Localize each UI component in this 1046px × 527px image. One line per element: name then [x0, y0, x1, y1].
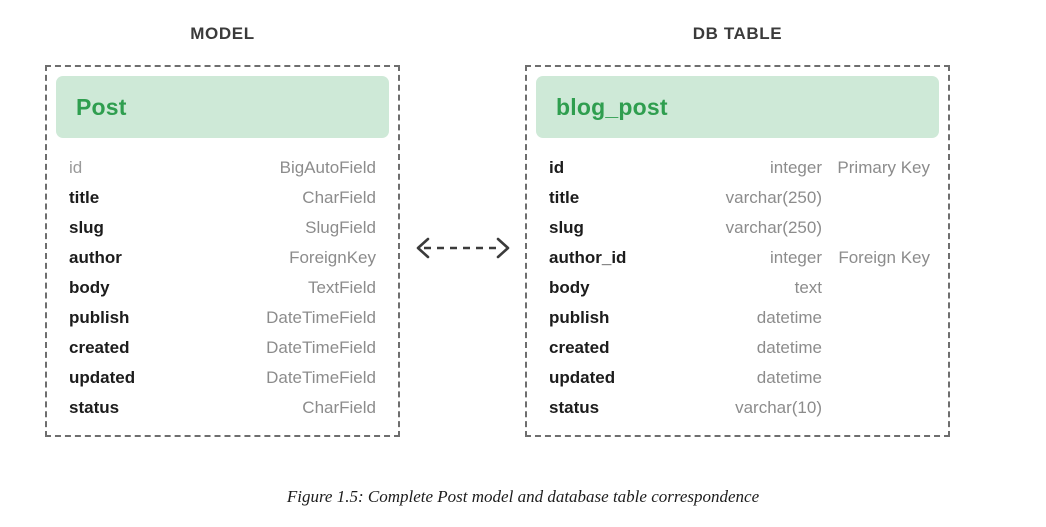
- model-field-name: status: [69, 398, 120, 417]
- db-table-field-name: body: [549, 278, 590, 297]
- model-field-row: id BigAutoField: [47, 153, 398, 183]
- db-table-field-type: varchar(250): [725, 188, 822, 207]
- db-table-field-name: updated: [549, 368, 616, 387]
- model-field-row: slug SlugField: [47, 213, 398, 243]
- db-table-field-type: datetime: [756, 338, 822, 357]
- model-field-row: updated DateTimeField: [47, 363, 398, 393]
- model-field-row: created DateTimeField: [47, 333, 398, 363]
- model-field-type: SlugField: [305, 218, 376, 237]
- db-table-field-row: slug varchar(250): [527, 213, 948, 243]
- model-field-type: TextField: [307, 278, 376, 297]
- db-table-field-type: datetime: [756, 368, 822, 387]
- model-field-type: DateTimeField: [266, 308, 376, 327]
- db-table-field-name: title: [549, 188, 580, 207]
- db-table-column-title: DB TABLE: [692, 24, 783, 43]
- db-table-field-row: author_id integer Foreign Key: [527, 243, 948, 273]
- db-table-field-name: id: [549, 158, 565, 177]
- db-table-field-name: slug: [549, 218, 584, 237]
- db-table-entity-header: blog_post: [536, 76, 939, 138]
- model-field-name: created: [69, 338, 130, 357]
- db-table-entity-name: blog_post: [556, 93, 668, 120]
- model-field-name: slug: [69, 218, 104, 237]
- model-field-type: DateTimeField: [266, 368, 376, 387]
- db-table-field-type: varchar(10): [735, 398, 822, 417]
- model-field-type: BigAutoField: [279, 158, 376, 177]
- figure-caption: Figure 1.5: Complete Post model and data…: [286, 487, 760, 506]
- model-field-name: id: [69, 158, 83, 177]
- model-field-name: title: [69, 188, 100, 207]
- db-table-field-row: updated datetime: [527, 363, 948, 393]
- bidirectional-dashed-arrow-icon: [404, 232, 522, 264]
- model-field-name: author: [69, 248, 122, 267]
- db-table-field-key: Primary Key: [837, 158, 930, 177]
- model-field-row: status CharField: [47, 393, 398, 423]
- db-table-field-row: title varchar(250): [527, 183, 948, 213]
- db-table-field-row: status varchar(10): [527, 393, 948, 423]
- db-table-field-name: status: [549, 398, 600, 417]
- db-table-field-name: publish: [549, 308, 610, 327]
- db-table-field-name: author_id: [549, 248, 627, 267]
- db-table-field-row: body text: [527, 273, 948, 303]
- model-field-name: updated: [69, 368, 136, 387]
- db-table-field-type: integer: [770, 158, 822, 177]
- db-table-entity-box: blog_post id integer Primary Key title varch…: [525, 65, 950, 437]
- db-table-field-row: publish datetime: [527, 303, 948, 333]
- db-table-field-row: id integer Primary Key: [527, 153, 948, 183]
- db-table-field-key: Foreign Key: [838, 248, 930, 267]
- model-entity-name: Post: [76, 93, 127, 120]
- model-field-type: CharField: [302, 188, 376, 207]
- model-entity-header: Post: [56, 76, 389, 138]
- db-table-field-name: created: [549, 338, 610, 357]
- model-field-row: publish DateTimeField: [47, 303, 398, 333]
- model-field-row: title CharField: [47, 183, 398, 213]
- db-table-field-row: created datetime: [527, 333, 948, 363]
- model-column-title: MODEL: [190, 24, 255, 43]
- model-field-row: author ForeignKey: [47, 243, 398, 273]
- model-field-type: CharField: [302, 398, 376, 417]
- db-table-field-type: varchar(250): [725, 218, 822, 237]
- db-table-field-type: datetime: [756, 308, 822, 327]
- db-table-field-type: integer: [770, 248, 822, 267]
- model-field-type: DateTimeField: [266, 338, 376, 357]
- model-field-name: body: [69, 278, 110, 297]
- model-field-row: body TextField: [47, 273, 398, 303]
- model-field-name: publish: [69, 308, 130, 327]
- model-field-type: ForeignKey: [289, 248, 376, 267]
- db-table-field-type: text: [794, 278, 822, 297]
